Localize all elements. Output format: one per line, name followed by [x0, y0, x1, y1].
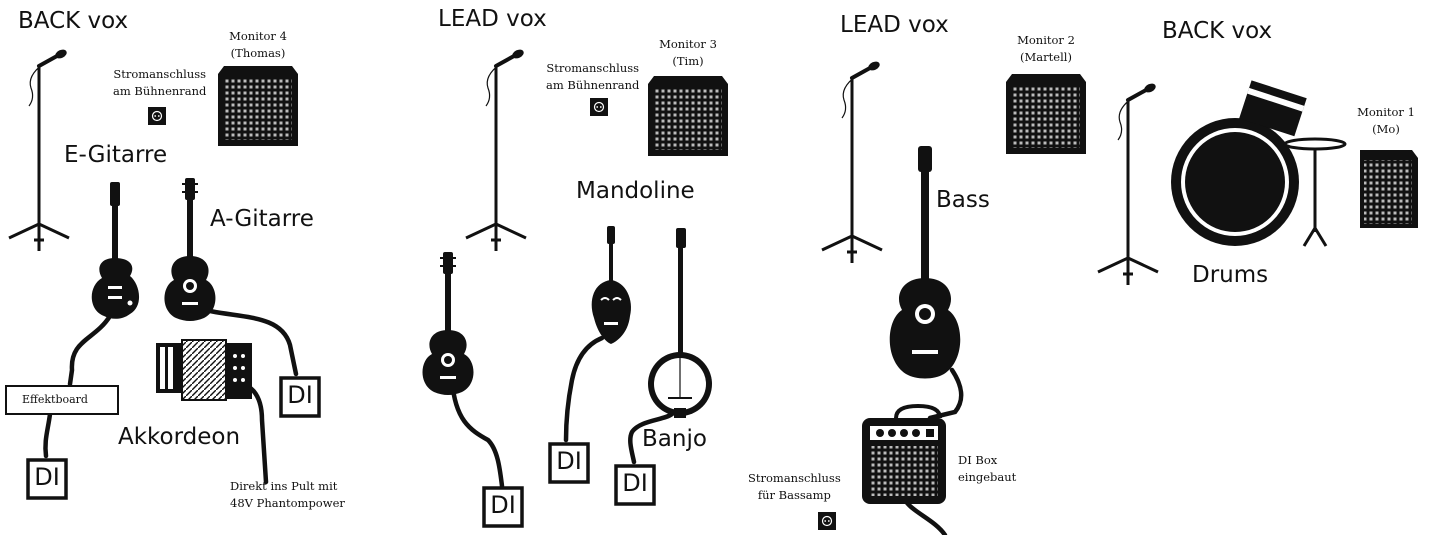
cable-mandoline	[563, 335, 605, 443]
label-bass: Bass	[936, 187, 990, 213]
label-back-vox-right: BACK vox	[1162, 18, 1273, 44]
label-lead-vox-mid: LEAD vox	[438, 6, 547, 32]
cable-effektboard	[43, 411, 53, 459]
banjo-icon	[648, 228, 712, 418]
bass-amp-icon	[862, 403, 946, 504]
monitor-2-caption: Monitor 2 (Martell)	[1017, 33, 1075, 64]
di-label-banjo: DI	[622, 469, 648, 497]
mic-stand-back-left	[7, 45, 71, 254]
di-label-mid-guitar: DI	[490, 491, 516, 519]
electric-guitar-icon	[91, 182, 140, 319]
effektboard-label: Effektboard	[22, 393, 88, 406]
label-e-gitarre: E-Gitarre	[64, 142, 168, 168]
acoustic-guitar-mid-icon	[421, 251, 475, 396]
label-a-gitarre: A-Gitarre	[210, 206, 314, 232]
monitor-4	[218, 66, 298, 146]
monitor-3-caption: Monitor 3 (Tim)	[659, 37, 717, 68]
power-left-caption: Stromanschluss am Bühnenrand	[113, 67, 207, 98]
mic-stand-lead-mid	[464, 45, 528, 254]
drum-kit-icon	[1171, 80, 1347, 247]
cable-bass	[927, 367, 964, 421]
monitor-1	[1360, 150, 1418, 228]
cable-bassamp	[902, 497, 948, 535]
label-back-vox-left: BACK vox	[18, 8, 129, 34]
label-akkordeon: Akkordeon	[118, 424, 241, 450]
mic-stand-lead-right	[820, 57, 884, 266]
dibox-builtin-note: DI Box eingebaut	[958, 453, 1017, 484]
di-label-e-gitarre: DI	[34, 463, 60, 491]
power-mid-caption: Stromanschluss am Bühnenrand	[546, 61, 640, 92]
power-outlet-left	[147, 106, 167, 126]
di-label-a-gitarre: DI	[287, 381, 313, 409]
monitor-1-caption: Monitor 1 (Mo)	[1357, 105, 1415, 136]
power-outlet-bass	[817, 511, 837, 531]
cable-banjo	[628, 411, 675, 465]
cable-e-gitarre	[67, 313, 113, 387]
cable-ukulele	[449, 377, 505, 489]
monitor-2	[1006, 74, 1086, 154]
label-lead-vox-right: LEAD vox	[840, 12, 949, 38]
di-label-mandoline: DI	[556, 447, 582, 475]
power-outlet-mid	[589, 97, 609, 117]
label-banjo: Banjo	[642, 426, 707, 452]
akkordeon-note: Direkt ins Pult mit 48V Phantompower	[230, 479, 345, 510]
mandolin-icon	[591, 226, 632, 344]
label-drums: Drums	[1192, 262, 1269, 288]
mic-stand-back-right	[1096, 79, 1160, 288]
monitor-3	[648, 76, 728, 156]
effektboard-box	[5, 385, 119, 415]
label-mandoline: Mandoline	[576, 178, 695, 204]
monitor-4-caption: Monitor 4 (Thomas)	[229, 29, 287, 60]
accordion-icon	[156, 339, 252, 401]
bass-guitar-icon	[889, 146, 961, 379]
power-bass-caption: Stromanschluss für Bassamp	[748, 471, 841, 502]
acoustic-guitar-icon	[163, 177, 217, 322]
